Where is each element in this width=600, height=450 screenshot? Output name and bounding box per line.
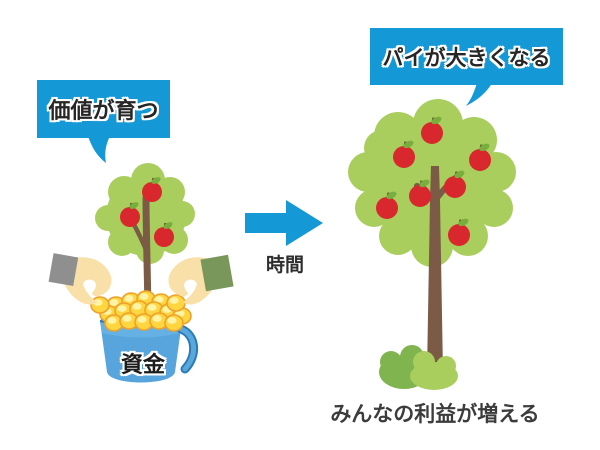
- left-hand-icon: [48, 253, 112, 314]
- left-bubble-label: 価値が育つ: [48, 98, 159, 123]
- time-label: 時間: [265, 255, 304, 276]
- small-tree-icon: [95, 163, 195, 314]
- caption: みんなの利益が増える: [330, 403, 540, 426]
- time-arrow-icon: [245, 200, 323, 246]
- left-speech-bubble: [37, 80, 170, 163]
- right-speech-bubble: [370, 28, 563, 106]
- bucket-label: 資金: [120, 352, 165, 377]
- large-tree-icon: [348, 99, 516, 372]
- bushes-icon: [379, 345, 458, 390]
- right-hand-icon: [166, 254, 234, 312]
- right-bubble-label: パイが大きくなる: [382, 46, 551, 70]
